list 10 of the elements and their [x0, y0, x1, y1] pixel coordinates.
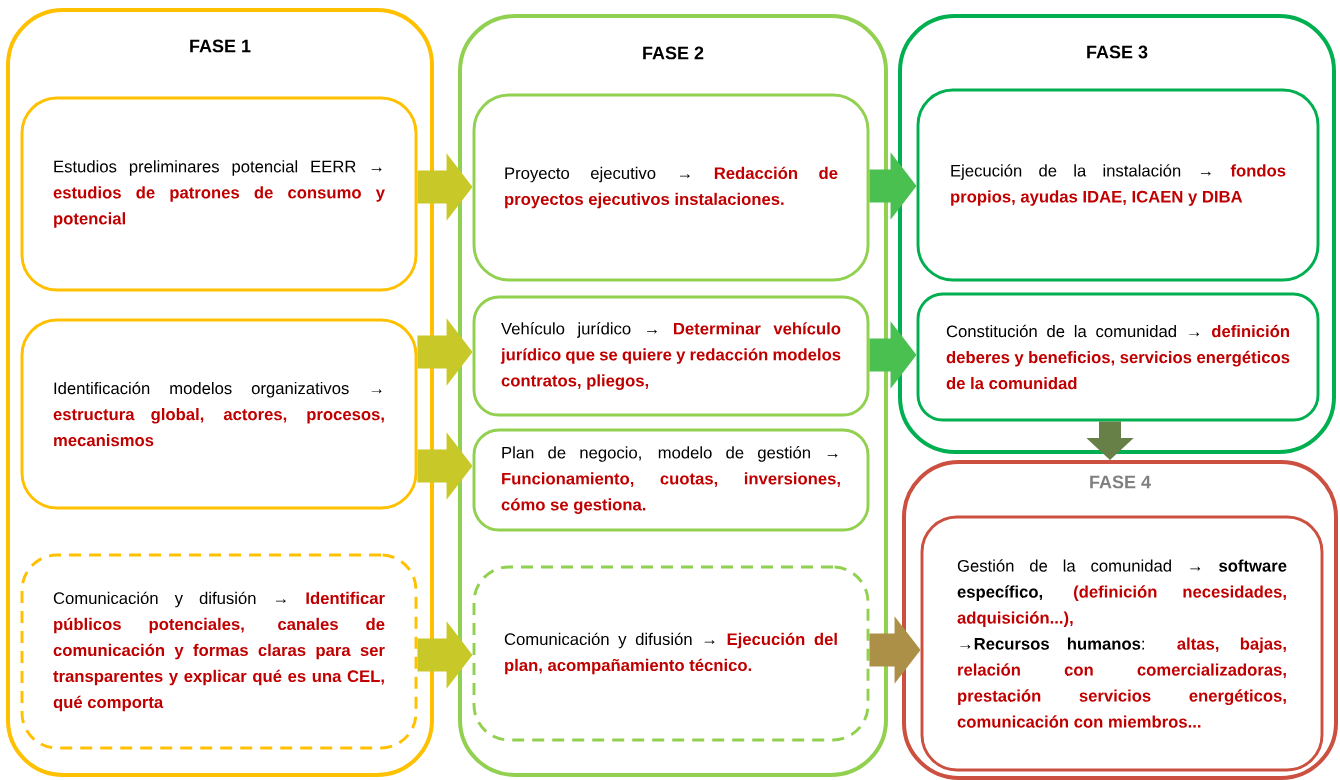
step-box: Proyecto ejecutivo → Redacción de proyectos ejecutivos instalaciones. — [472, 93, 870, 282]
step-box: Identificación modelos organizativos → estructura global, actores, procesos, mecanismos — [20, 318, 418, 510]
step-box: Vehículo jurídico → Determinar vehículo jurídico que se quiere y redacción modelos contratos, pliegos, — [472, 295, 870, 417]
step-box: Constitución de la comunidad → definición deberes y beneficios, servicios energéticos de la comunidad — [916, 292, 1320, 422]
step-box: Estudios preliminares potencial EERR → estudios de patrones de consumo y potencial — [20, 96, 418, 292]
step-box: Ejecución de la instalación → fondos propios, ayudas IDAE, ICAEN y DIBA — [916, 88, 1320, 282]
step-box: Comunicación y difusión → Identificar públicos potenciales, canales de comunicación y formas claras para ser transparentes y explicar qué es una CEL, qué comporta — [20, 553, 418, 750]
step-box: Comunicación y difusión → Ejecución del plan, acompañamiento técnico. — [472, 565, 870, 742]
step-box: Plan de negocio, modelo de gestión → Funcionamiento, cuotas, inversiones, cómo se gestiona. — [472, 428, 870, 532]
step-box: Gestión de la comunidad → software específico, (definición necesidades, adquisición...), →Recursos humanos: altas, bajas, relación con comercializadoras, prestación servicios energéticos, comunicación con miembros... — [920, 515, 1324, 772]
